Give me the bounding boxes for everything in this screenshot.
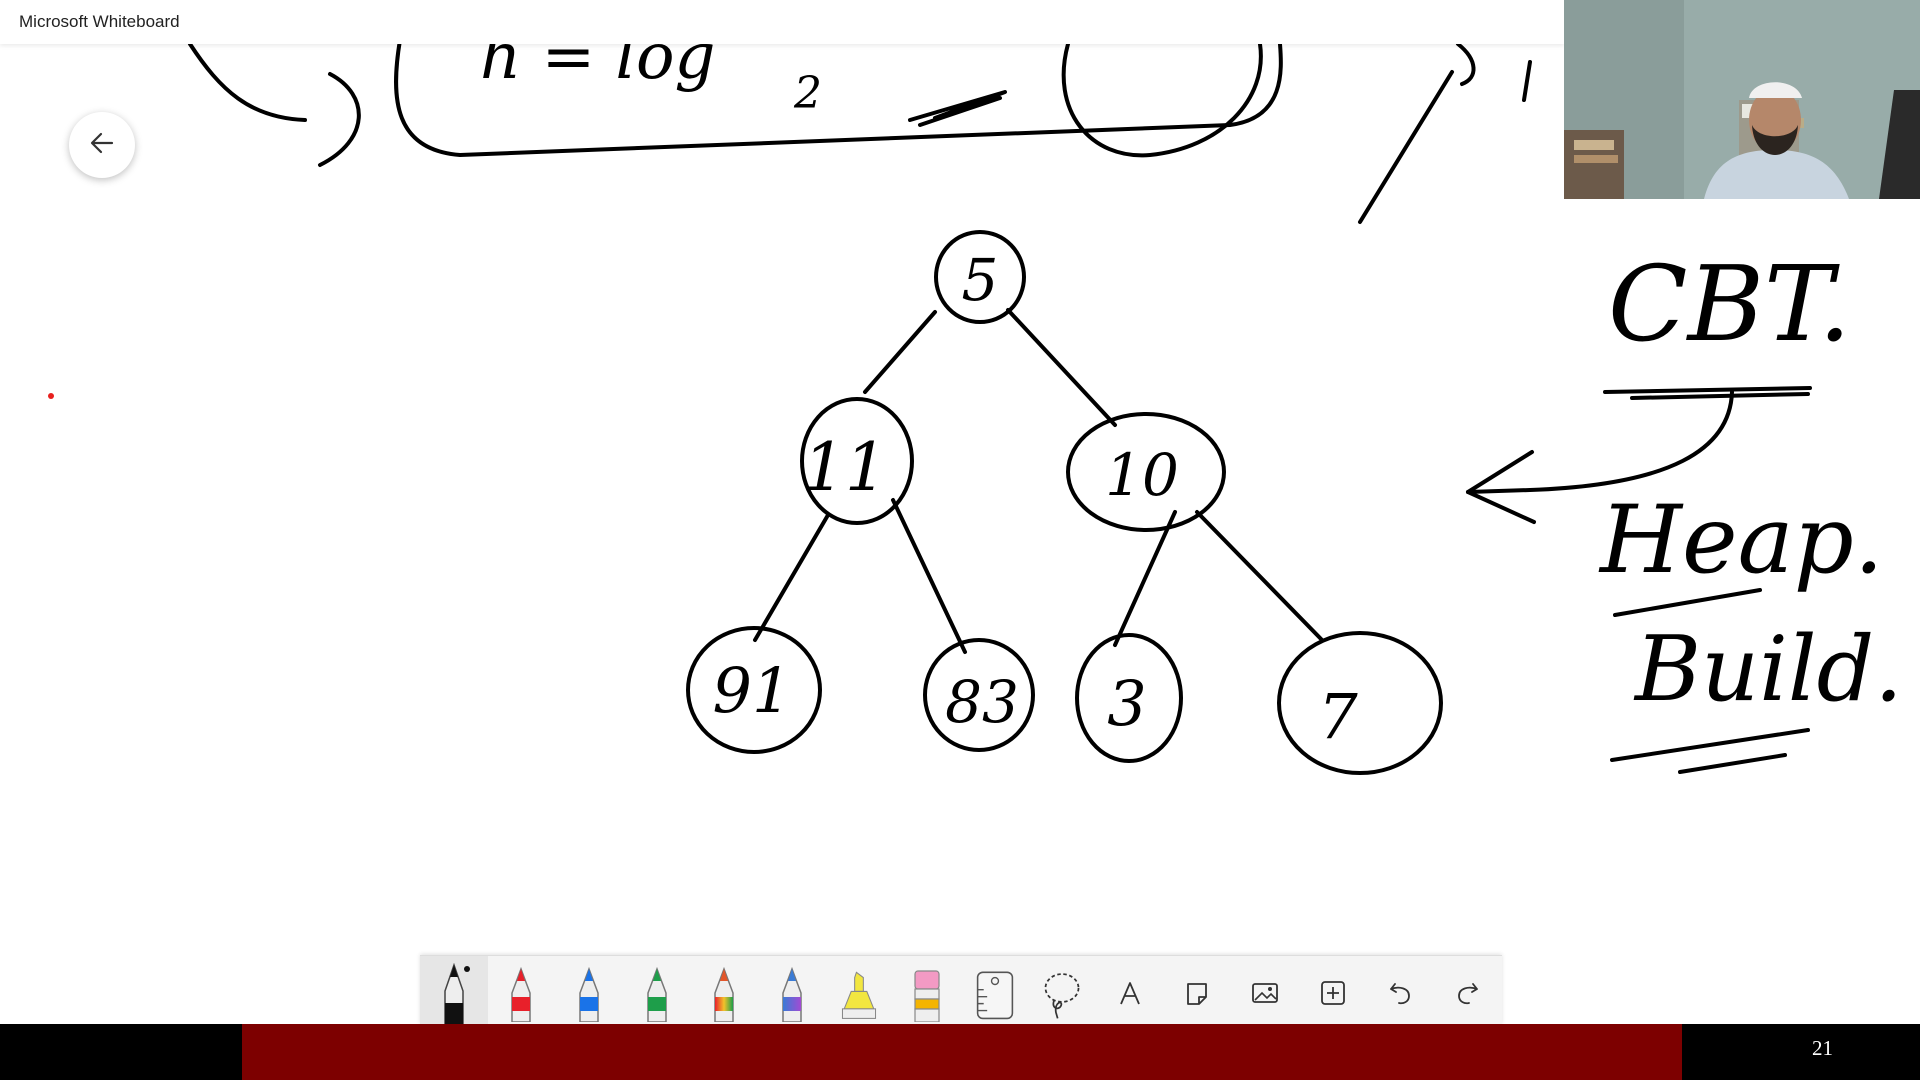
edge-10-7: [1195, 510, 1324, 642]
top-right-line: [1358, 70, 1454, 224]
note-build-underline: [1610, 728, 1810, 762]
top-bracket: [318, 72, 361, 167]
edge-10-3: [1113, 510, 1177, 647]
undo-icon: [1380, 973, 1420, 1013]
rainbow-pen-tool[interactable]: [690, 956, 758, 1024]
whiteboard-app: h = log 2 5 11 10 91 83 3 7 CBT. Heap. B…: [0, 0, 1920, 1024]
pen-icon: [501, 963, 541, 1024]
top-scribble: [908, 90, 1007, 127]
video-bottom-bar: 21: [0, 1024, 1920, 1080]
tree-node-circle: [1075, 633, 1183, 763]
pen-icon: [434, 963, 474, 1024]
ruler-icon: [975, 963, 1015, 1024]
tree-node-circle: [800, 397, 914, 525]
top-formula-box: [394, 38, 1283, 157]
top-formula-subscript: 2: [793, 68, 822, 119]
tree-node-circle: [1066, 412, 1226, 532]
tree-node-label: 91: [713, 654, 792, 727]
note-heap: Heap.: [1598, 486, 1884, 595]
redo-button[interactable]: [1434, 956, 1502, 1024]
note-build-underline: [1678, 753, 1787, 774]
note-arrow: [1466, 390, 1734, 494]
tree-node-label: 11: [803, 429, 887, 506]
red-pen-tool[interactable]: [488, 956, 556, 1024]
edge-11-91: [753, 513, 830, 642]
highlighter-tool[interactable]: [826, 956, 894, 1024]
edge-5-11: [863, 310, 937, 394]
pen-icon: [569, 963, 609, 1024]
undo-button[interactable]: [1366, 956, 1434, 1024]
tree-node-label: 5: [962, 246, 999, 314]
top-arc-left: [188, 42, 307, 122]
note-cbt-underline: [1630, 392, 1810, 400]
tree-node-label: 10: [1105, 441, 1179, 509]
text-tool[interactable]: [1096, 956, 1164, 1024]
ruler-tool[interactable]: [961, 956, 1029, 1024]
top-circle: [1061, 42, 1263, 158]
note-cbt: CBT.: [1608, 243, 1851, 365]
eraser-tool[interactable]: [893, 956, 961, 1024]
app-title: Microsoft Whiteboard: [19, 12, 180, 31]
note-build: Build.: [1633, 617, 1903, 722]
black-pen-tool[interactable]: [420, 956, 488, 1024]
tree-node-label: 83: [945, 668, 1019, 736]
bottom-banner: 21: [242, 1024, 1833, 1080]
eraser-icon: [907, 963, 947, 1024]
image-tool[interactable]: [1231, 956, 1299, 1024]
note-heap-underline: [1613, 588, 1762, 617]
tree-node-circle: [934, 230, 1026, 324]
pen-icon: [704, 963, 744, 1024]
note-arrow-head: [1466, 450, 1536, 524]
tree-node-circle: [1277, 631, 1443, 775]
tree-node-label: 7: [1318, 680, 1358, 753]
pen-icon: [772, 963, 812, 1024]
arrow-left-icon: [88, 129, 116, 162]
tree-node-circle: [686, 626, 822, 754]
laser-pointer-dot: [48, 393, 54, 399]
highlighter-icon: [839, 963, 879, 1024]
text-icon: [1110, 973, 1150, 1013]
title-bar: Microsoft Whiteboard: [0, 0, 1564, 44]
note-cbt-underline: [1603, 386, 1812, 394]
redo-icon: [1448, 973, 1488, 1013]
top-right-stroke: [1522, 60, 1532, 102]
webcam-overlay: [1564, 0, 1920, 199]
sticky-note-tool[interactable]: [1164, 956, 1232, 1024]
green-pen-tool[interactable]: [623, 956, 691, 1024]
tree-node-label: 3: [1107, 667, 1146, 740]
lasso-icon: [1042, 963, 1082, 1024]
edge-11-83: [891, 498, 967, 654]
pen-icon: [637, 963, 677, 1024]
lasso-tool[interactable]: [1028, 956, 1096, 1024]
tree-node-circle: [923, 638, 1035, 752]
page-number: 21: [1812, 1036, 1833, 1060]
add-tool[interactable]: [1299, 956, 1367, 1024]
sticky-note-icon: [1177, 973, 1217, 1013]
blue-pen-tool[interactable]: [555, 956, 623, 1024]
galaxy-pen-tool[interactable]: [758, 956, 826, 1024]
plus-icon: [1313, 973, 1353, 1013]
edge-5-10: [1006, 308, 1117, 427]
ink-toolbar: [420, 955, 1502, 1024]
top-right-paren: [1456, 42, 1476, 86]
image-icon: [1245, 973, 1285, 1013]
back-button[interactable]: [69, 112, 135, 178]
